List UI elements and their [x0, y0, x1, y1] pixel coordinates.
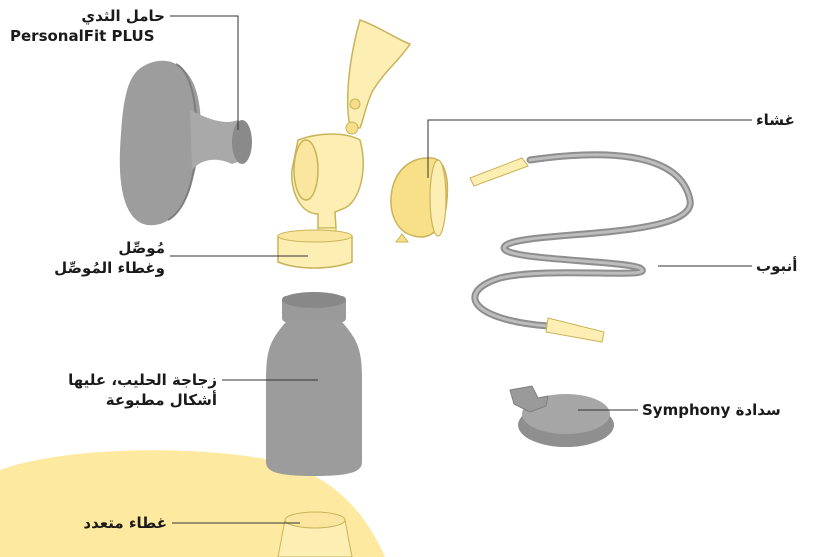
tubing-label: أنبوب	[756, 256, 816, 276]
connector-label-line1: مُوصِّل	[10, 238, 165, 258]
tubing-illustration	[470, 155, 690, 342]
connector-cap-illustration	[278, 230, 352, 268]
lid-illustration	[278, 512, 352, 557]
leader-lines	[170, 16, 752, 523]
bottle-illustration	[266, 292, 362, 476]
bottle-label-line1: زجاجة الحليب، عليها	[10, 370, 217, 390]
breast-shield-label-line2: PersonalFit PLUS	[10, 26, 165, 46]
symphony-cap-illustration	[510, 386, 614, 447]
connector-label: مُوصِّل وغطاء المُوصِّل	[10, 238, 165, 278]
tubing-label-line1: أنبوب	[756, 256, 816, 276]
lid-label: غطاء متعدد	[10, 513, 167, 533]
breast-shield-label-line1: حامل الثدي	[10, 6, 165, 26]
bottle-label-line2: أشكال مطبوعة	[10, 390, 217, 410]
lid-label-line1: غطاء متعدد	[10, 513, 167, 533]
membrane-label-line1: غشاء	[756, 110, 816, 130]
membrane-illustration	[391, 158, 447, 242]
breast-shield-illustration	[120, 61, 252, 225]
symphony-cap-label: سدادة Symphony	[642, 400, 814, 420]
membrane-label: غشاء	[756, 110, 816, 130]
breast-shield-label: حامل الثدي PersonalFit PLUS	[10, 6, 165, 46]
connector-label-line2: وغطاء المُوصِّل	[10, 258, 165, 278]
symphony-cap-label-line1: سدادة Symphony	[642, 400, 814, 420]
bottle-label: زجاجة الحليب، عليها أشكال مطبوعة	[10, 370, 217, 410]
